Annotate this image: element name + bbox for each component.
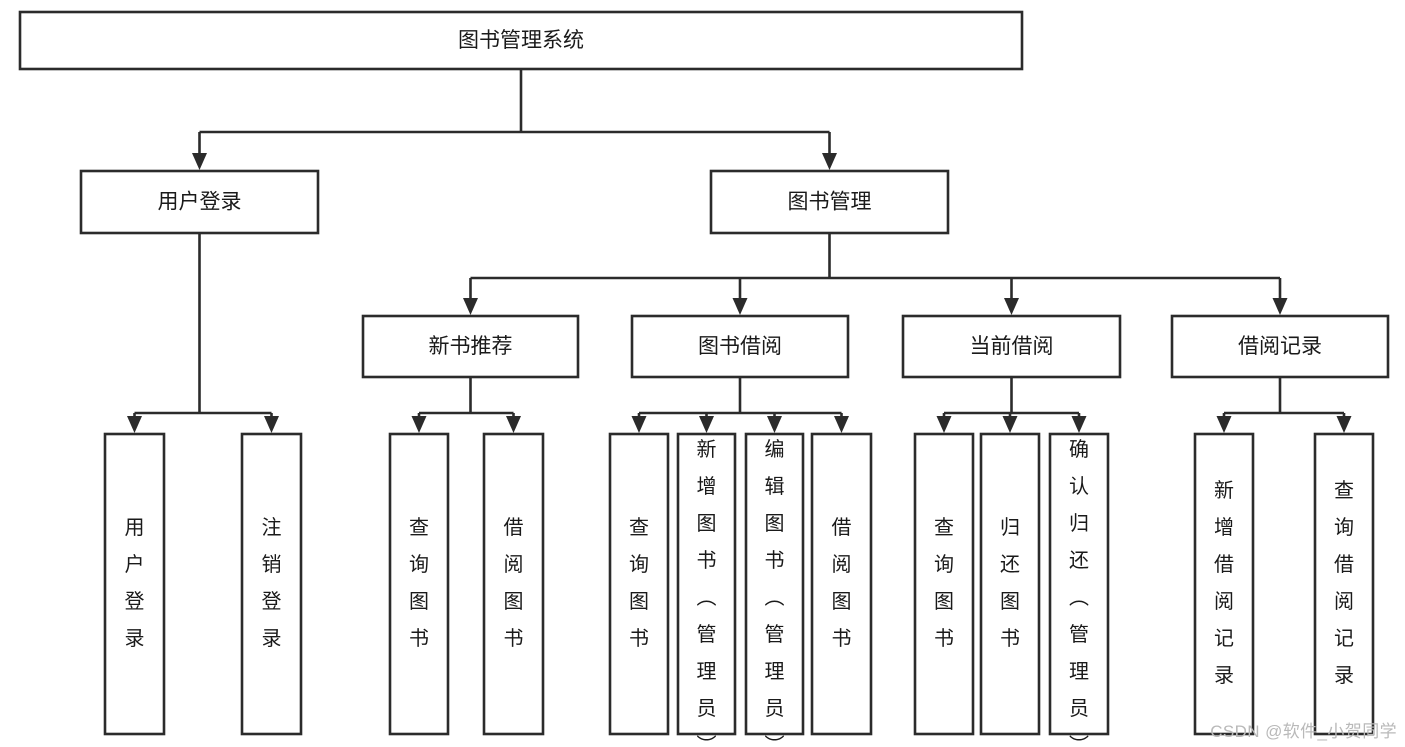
node-borrow-record[interactable]: 借阅记录 [1170, 314, 1390, 379]
node-label: 查询图书 [409, 516, 429, 650]
node-label: 图书管理系统 [458, 29, 584, 52]
arrow-head-icon [506, 416, 521, 433]
node-label: 图书管理 [788, 191, 872, 214]
node-box[interactable] [103, 432, 166, 736]
node-box[interactable] [1170, 314, 1390, 379]
node-box[interactable] [388, 432, 450, 736]
arrow-head-icon [1216, 416, 1232, 433]
node-box[interactable] [709, 169, 950, 235]
node-user-login[interactable]: 用户登录 [79, 169, 320, 235]
node-book-borrow[interactable]: 图书借阅 [630, 314, 850, 379]
node-leaf-query-book-2[interactable]: 查询图书 [608, 432, 670, 736]
arrow-head-icon [767, 416, 782, 433]
arrow-head-icon [264, 416, 279, 433]
arrow-head-icon [822, 153, 837, 170]
node-label: 借阅图书 [504, 516, 524, 650]
arrow-head-icon [936, 416, 952, 433]
arrow-head-icon [411, 416, 427, 433]
node-box[interactable] [979, 432, 1041, 736]
node-leaf-query-record[interactable]: 查询借阅记录 [1313, 432, 1375, 736]
arrow-head-icon [127, 416, 142, 433]
watermark: CSDN @软件_小贺同学 [1210, 722, 1397, 741]
node-box[interactable] [810, 432, 873, 736]
arrow-head-icon [192, 153, 207, 170]
node-box[interactable] [18, 10, 1024, 71]
node-box[interactable] [240, 432, 303, 736]
arrow-head-icon [463, 298, 478, 315]
node-label: 用户登录 [158, 191, 242, 214]
node-box[interactable] [630, 314, 850, 379]
node-leaf-borrow-book-2[interactable]: 借阅图书 [810, 432, 873, 736]
node-box[interactable] [361, 314, 580, 379]
arrow-head-icon [834, 416, 849, 433]
edges-layer [127, 69, 1352, 433]
node-leaf-add-record[interactable]: 新增借阅记录 [1193, 432, 1255, 736]
arrow-head-icon [1071, 416, 1087, 433]
arrow-head-icon [1336, 416, 1352, 433]
node-label: 查询借阅记录 [1334, 479, 1354, 687]
node-root[interactable]: 图书管理系统 [18, 10, 1024, 71]
node-box[interactable] [676, 432, 737, 736]
node-leaf-query-book-1[interactable]: 查询图书 [388, 432, 450, 736]
node-leaf-add-book[interactable]: 新增图书︵管理员︶ [676, 432, 737, 747]
arrow-head-icon [1272, 298, 1288, 315]
node-box[interactable] [901, 314, 1122, 379]
node-label: 查询图书 [934, 516, 954, 650]
node-box[interactable] [1313, 432, 1375, 736]
node-current-borrow[interactable]: 当前借阅 [901, 314, 1122, 379]
node-label: 编辑图书︵管理员︶ [765, 438, 785, 747]
node-box[interactable] [913, 432, 975, 736]
arrow-head-icon [732, 298, 748, 315]
node-label: 新增图书︵管理员︶ [697, 438, 717, 747]
node-box[interactable] [744, 432, 805, 736]
nodes-layer: 图书管理系统用户登录图书管理新书推荐图书借阅当前借阅借阅记录用户登录注销登录查询… [18, 10, 1390, 747]
node-box[interactable] [482, 432, 545, 736]
node-leaf-return-book[interactable]: 归还图书 [979, 432, 1041, 736]
node-label: 图书借阅 [698, 335, 782, 358]
node-new-book-rec[interactable]: 新书推荐 [361, 314, 580, 379]
arrow-head-icon [1002, 416, 1018, 433]
node-box[interactable] [608, 432, 670, 736]
node-leaf-user-login[interactable]: 用户登录 [103, 432, 166, 736]
node-label: 借阅记录 [1238, 335, 1322, 358]
arrow-head-icon [631, 416, 647, 433]
node-leaf-borrow-book-1[interactable]: 借阅图书 [482, 432, 545, 736]
node-book-manage[interactable]: 图书管理 [709, 169, 950, 235]
node-label: 用户登录 [125, 517, 145, 650]
node-box[interactable] [1048, 432, 1110, 736]
node-leaf-logout[interactable]: 注销登录 [240, 432, 303, 736]
node-label: 查询图书 [629, 516, 649, 650]
node-label: 新书推荐 [429, 335, 513, 358]
arrow-head-icon [1004, 298, 1019, 315]
node-leaf-confirm-return[interactable]: 确认归还︵管理员︶ [1048, 432, 1110, 747]
node-label: 当前借阅 [970, 335, 1054, 358]
node-leaf-edit-book[interactable]: 编辑图书︵管理员︶ [744, 432, 805, 747]
node-box[interactable] [79, 169, 320, 235]
node-box[interactable] [1193, 432, 1255, 736]
node-label: 确认归还︵管理员︶ [1069, 438, 1089, 747]
node-label: 归还图书 [1000, 516, 1020, 650]
arrow-head-icon [699, 416, 714, 433]
node-label: 新增借阅记录 [1214, 479, 1234, 687]
node-leaf-query-book-3[interactable]: 查询图书 [913, 432, 975, 736]
node-label: 注销登录 [262, 516, 282, 650]
node-label: 借阅图书 [832, 516, 852, 650]
